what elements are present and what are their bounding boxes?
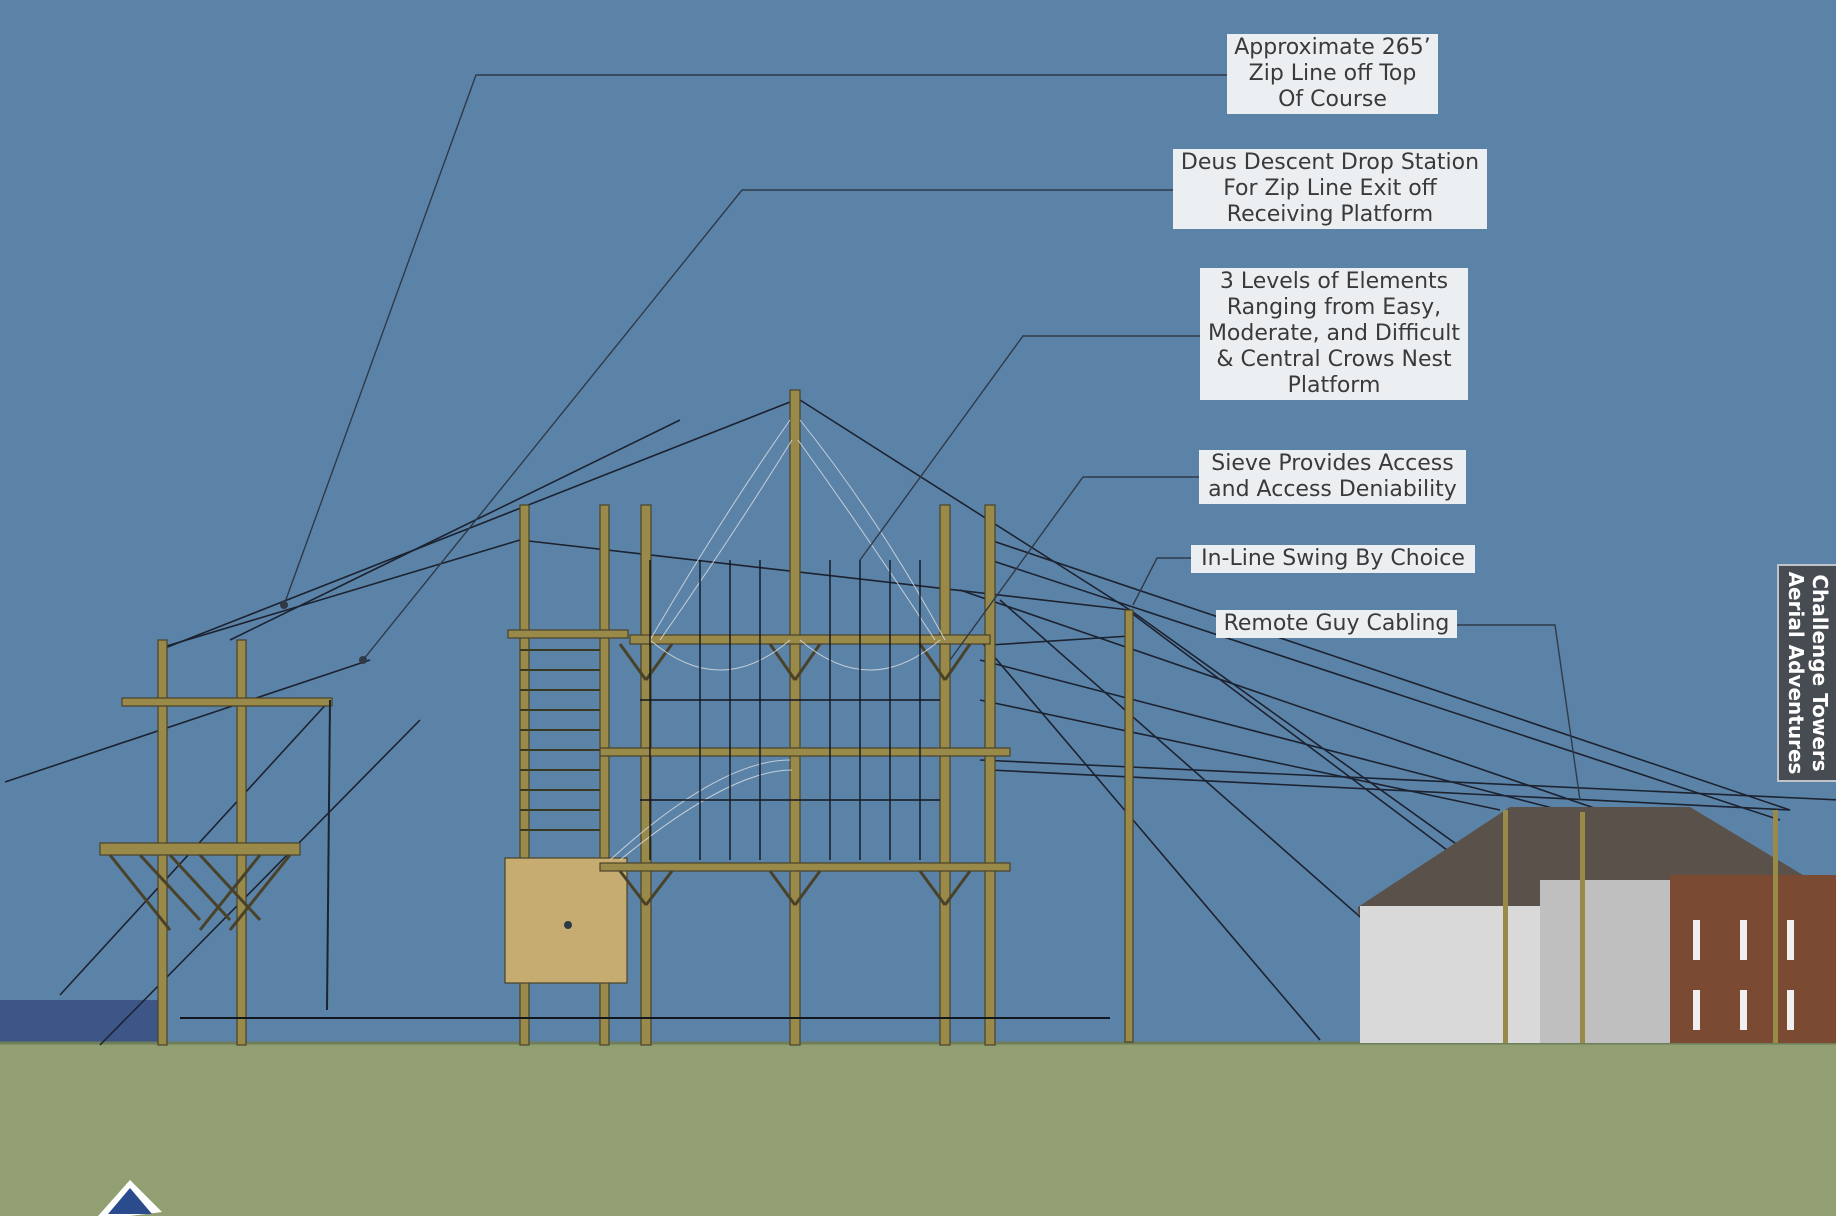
diamond-logo-icon <box>98 1180 162 1216</box>
building <box>1358 807 1836 1043</box>
stair-tower <box>504 504 629 1046</box>
callout-guy-cabling: Remote Guy Cabling <box>1216 610 1457 638</box>
net-rigging <box>609 419 946 861</box>
distant-terrain <box>0 1000 160 1045</box>
callout-sieve: Sieve Provides Access and Access Deniabi… <box>1199 450 1466 504</box>
callout-zip-line: Approximate 265’ Zip Line off Top Of Cou… <box>1227 34 1438 114</box>
left-platform-tower <box>99 639 333 1046</box>
main-structure-poles <box>599 389 1134 1046</box>
side-tab[interactable]: Challenge Towers Aerial Adventures <box>1777 564 1836 782</box>
callout-leader-lines <box>283 74 1581 801</box>
side-tab-title: Challenge Towers <box>1807 574 1832 772</box>
ground <box>0 1043 1836 1216</box>
callout-levels: 3 Levels of Elements Ranging from Easy, … <box>1200 268 1468 400</box>
callout-swing: In-Line Swing By Choice <box>1191 545 1475 573</box>
callout-deus-descent: Deus Descent Drop Station For Zip Line E… <box>1173 149 1487 229</box>
side-tab-subtitle: Aerial Adventures <box>1783 571 1808 775</box>
